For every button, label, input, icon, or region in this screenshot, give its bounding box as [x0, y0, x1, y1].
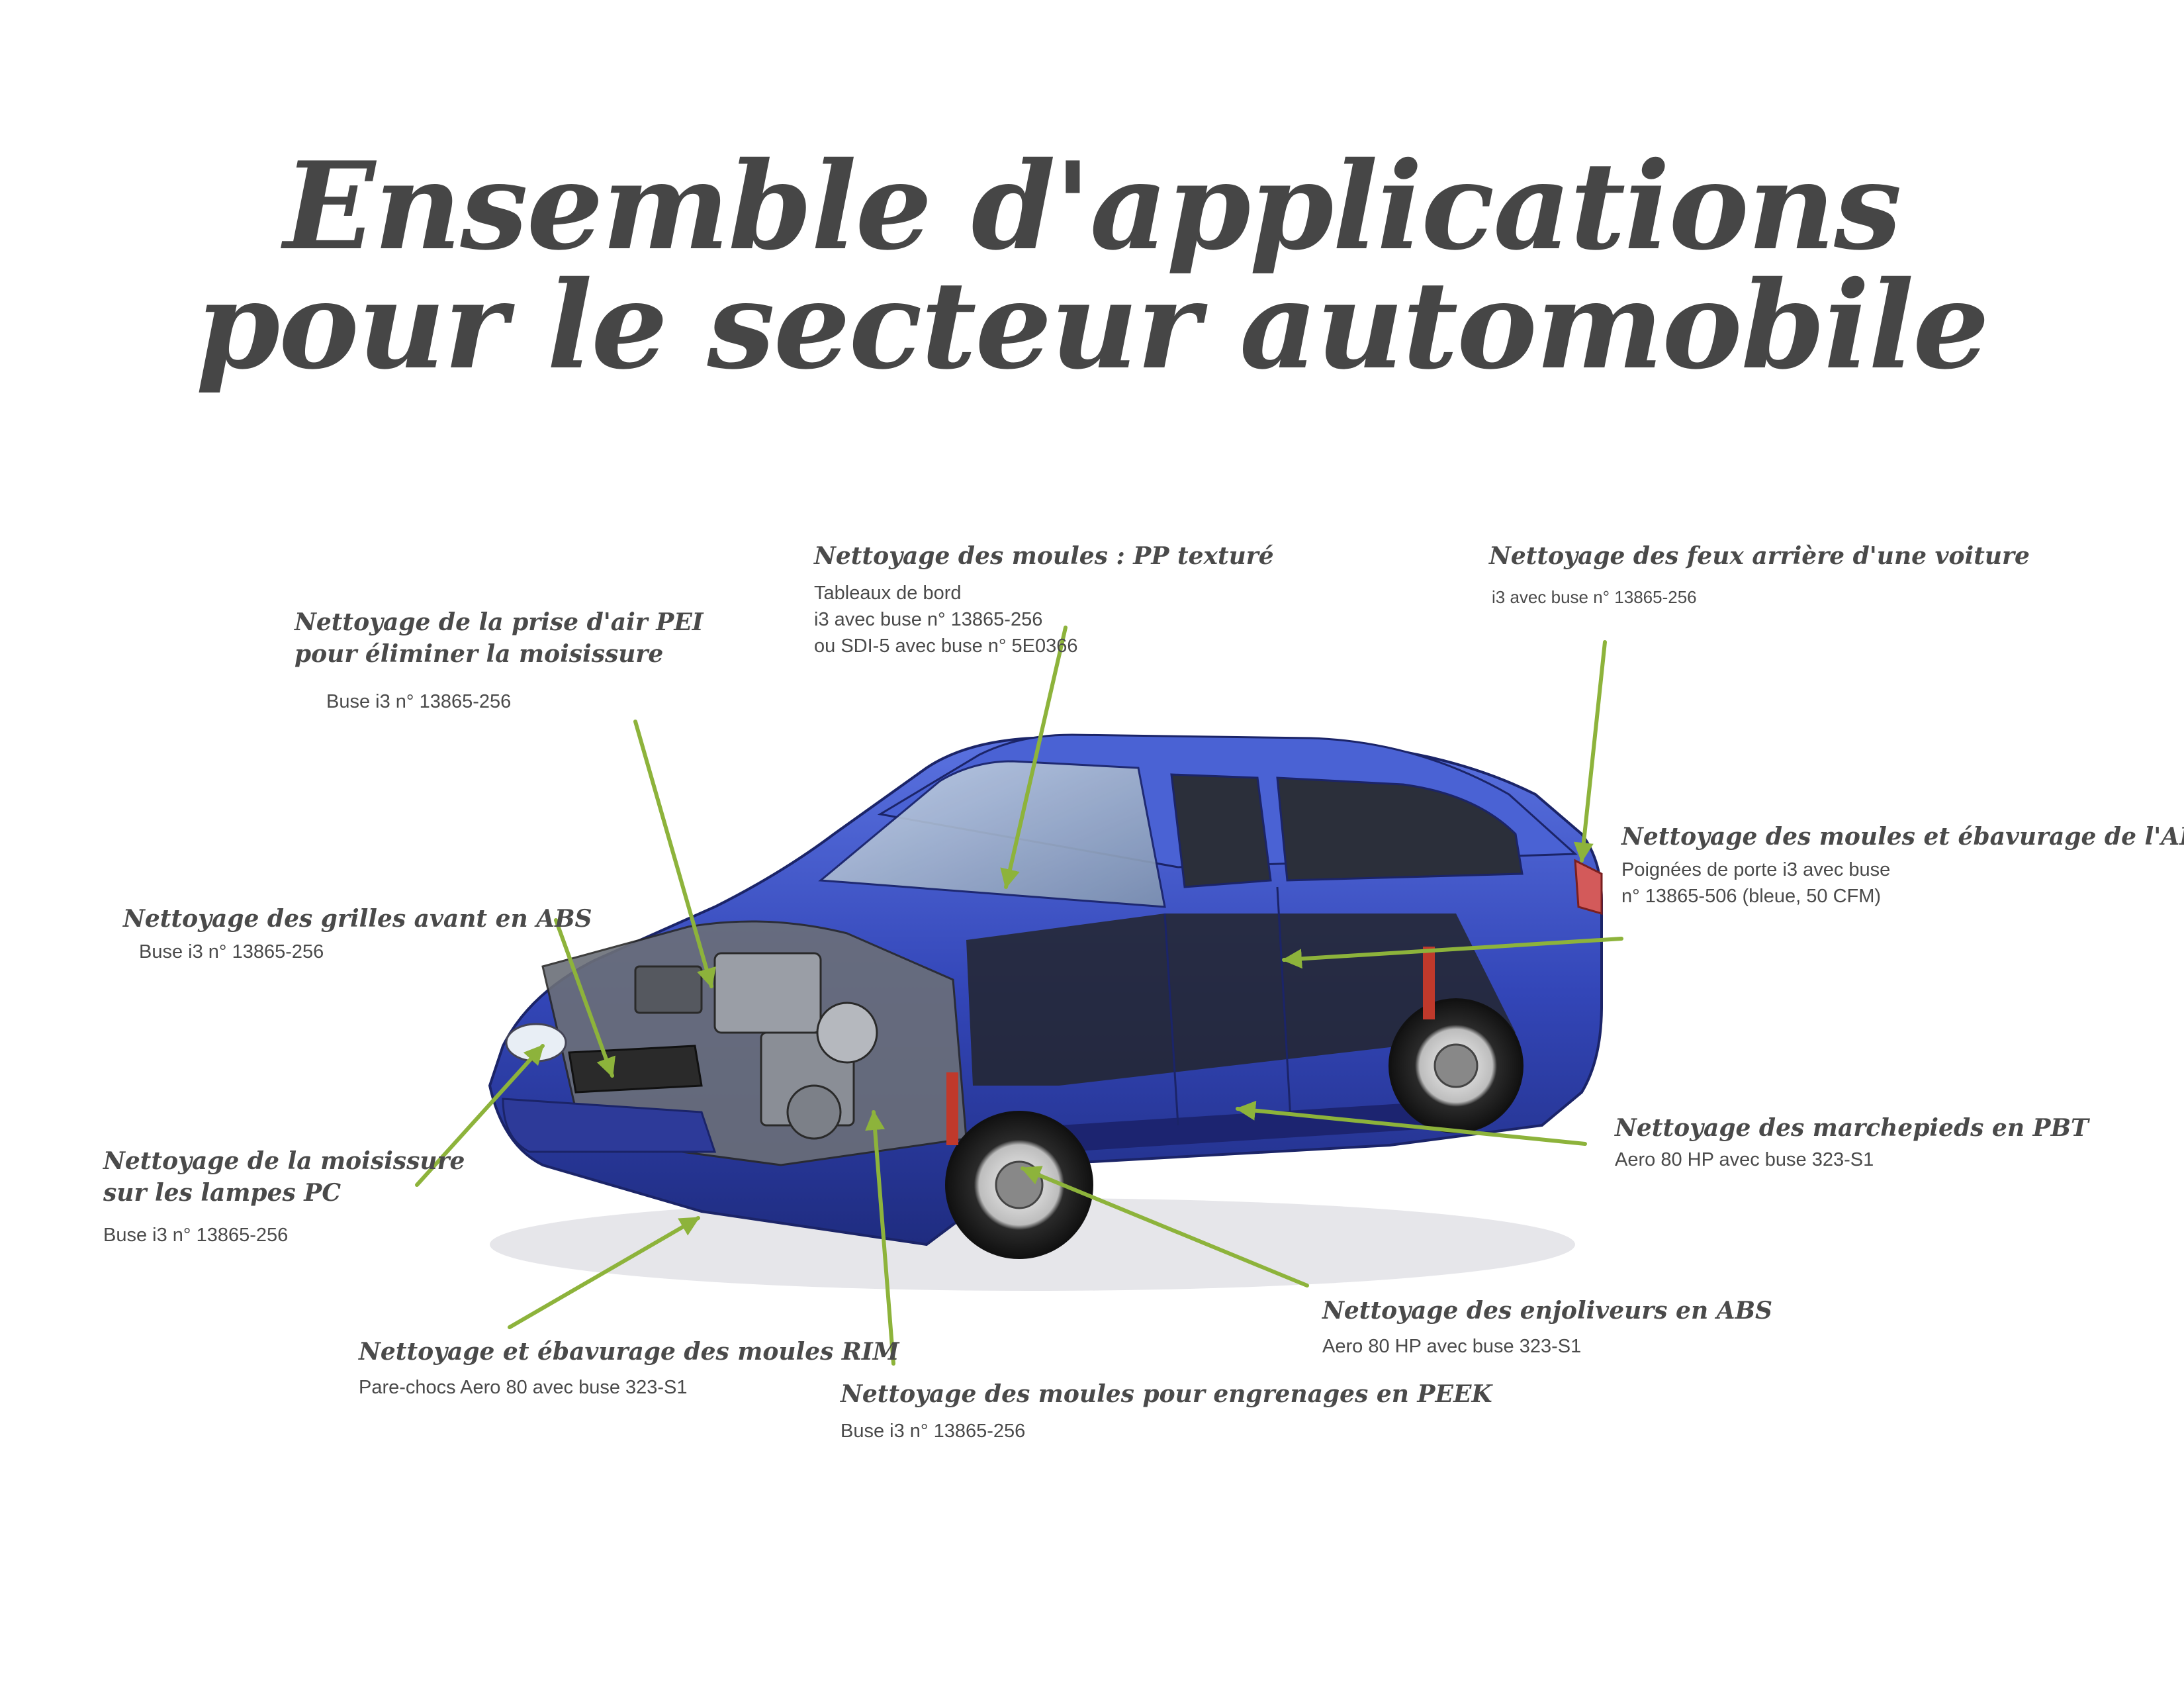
- callout-sub: Aero 80 HP avec buse 323-S1: [1322, 1336, 1582, 1357]
- callout-sub: Buse i3 n° 13865-256: [841, 1421, 1026, 1442]
- callout-heading: Nettoyage des moules pour engrenages en …: [841, 1380, 1492, 1408]
- callout-heading: Nettoyage des feux arrière d'une voiture: [1489, 542, 2030, 570]
- callout-heading: Nettoyage des marchepieds en PBT: [1615, 1114, 2089, 1142]
- front-grille: [568, 1045, 703, 1094]
- front-wheel-hub: [995, 1160, 1044, 1209]
- arrow-grilles: [554, 918, 615, 1078]
- callout-pp-texture: Nettoyage des moules : PP texturé Tablea…: [814, 540, 1274, 659]
- callout-sub: ou SDI-5 avec buse n° 5E0366: [814, 635, 1078, 657]
- arrow-peek: [865, 1110, 895, 1366]
- callout-rim: Nettoyage et ébavurage des moules RIM Pa…: [359, 1336, 899, 1401]
- callout-enjoliveurs: Nettoyage des enjoliveurs en ABS Aero 80…: [1322, 1295, 1772, 1360]
- front-bumper: [502, 1098, 717, 1153]
- callout-sub: Buse i3 n° 13865-256: [326, 691, 512, 712]
- callout-heading: Nettoyage de la prise d'air PEI: [295, 608, 704, 636]
- callout-heading: Nettoyage des moules et ébavurage de l'A…: [1621, 823, 2184, 851]
- arrow-enjoliveurs: [1021, 1166, 1309, 1288]
- arrow-rim: [508, 1216, 700, 1329]
- car-front-window: [1170, 773, 1272, 888]
- callout-sub: n° 13865-506 (bleue, 50 CFM): [1621, 886, 1882, 907]
- callout-heading: sur les lampes PC: [103, 1179, 341, 1207]
- car-illustration: [488, 733, 1603, 1291]
- callout-sub: Aero 80 HP avec buse 323-S1: [1615, 1149, 1874, 1170]
- callout-heading: pour éliminer la moisissure: [295, 640, 664, 668]
- callout-sub: Poignées de porte i3 avec buse: [1621, 859, 1891, 880]
- callout-heading: Nettoyage des moules : PP texturé: [814, 542, 1274, 570]
- callout-heading: Nettoyage des enjoliveurs en ABS: [1322, 1297, 1773, 1325]
- callout-sub: Pare-chocs Aero 80 avec buse 323-S1: [359, 1377, 688, 1398]
- arrows: [415, 626, 1623, 1366]
- callout-sub: Buse i3 n° 13865-256: [103, 1225, 289, 1246]
- arrow-lampes: [415, 1044, 545, 1187]
- callout-grilles: Nettoyage des grilles avant en ABS Buse …: [123, 903, 592, 965]
- callout-sub: i3 avec buse n° 13865-256: [814, 609, 1043, 630]
- callout-abs-poignees: Nettoyage des moules et ébavurage de l'A…: [1621, 821, 2184, 910]
- page-title-line-2: pour le secteur automobile: [195, 254, 1989, 396]
- car-rear-window: [1276, 776, 1524, 882]
- callout-sub: Buse i3 n° 13865-256: [139, 941, 324, 962]
- callout-marchepieds: Nettoyage des marchepieds en PBT Aero 80…: [1615, 1112, 2089, 1173]
- callout-lampes: Nettoyage de la moisissure sur les lampe…: [103, 1145, 465, 1248]
- rear-wheel-hub: [1433, 1043, 1479, 1088]
- callout-feux-arriere: Nettoyage des feux arrière d'une voiture…: [1489, 540, 2030, 610]
- front-strut: [946, 1072, 958, 1145]
- tail-light: [1574, 859, 1603, 915]
- cabin-interior: [966, 914, 1516, 1086]
- callout-peek: Nettoyage des moules pour engrenages en …: [841, 1378, 1492, 1444]
- arrow-prise-air: [633, 720, 716, 988]
- callout-heading: Nettoyage de la moisissure: [103, 1147, 465, 1175]
- arrow-pp-texture: [1000, 626, 1068, 889]
- arrow-abs-poignees: [1282, 937, 1623, 969]
- callout-prise-air: Nettoyage de la prise d'air PEI pour éli…: [295, 606, 704, 715]
- callout-sub: i3 avec buse n° 13865-256: [1492, 587, 1697, 607]
- engine-details: [634, 952, 878, 1140]
- rocker-panel: [1059, 1099, 1482, 1152]
- page-title-line-1: Ensemble d'applications: [283, 135, 1901, 277]
- callout-heading: Nettoyage des grilles avant en ABS: [123, 905, 592, 933]
- callout-heading: Nettoyage et ébavurage des moules RIM: [359, 1338, 899, 1366]
- callout-sub: Tableaux de bord: [814, 583, 962, 604]
- door-lines: [1163, 886, 1292, 1126]
- rear-strut: [1423, 947, 1435, 1019]
- arrow-marchepieds: [1236, 1100, 1587, 1146]
- arrow-feux-arriere: [1573, 640, 1607, 863]
